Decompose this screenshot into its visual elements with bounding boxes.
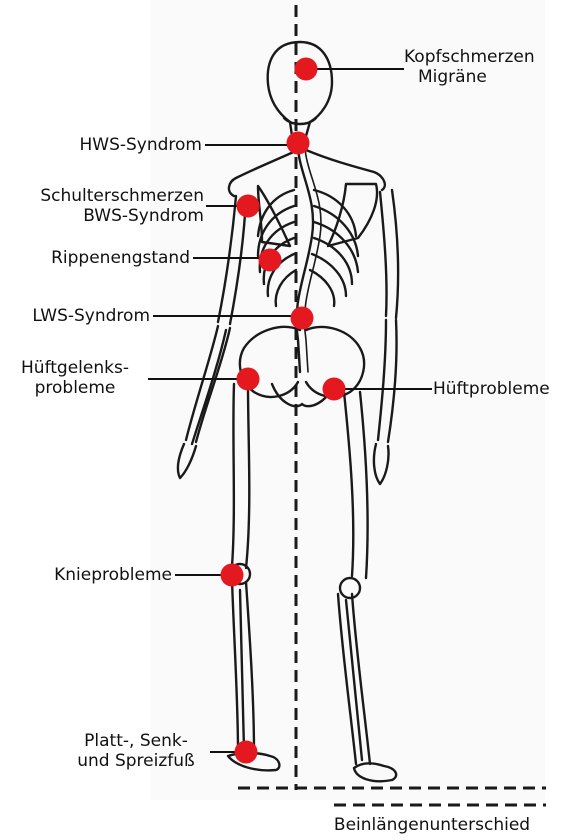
label-fussprobleme: Platt-, Senk- und Spreizfuß bbox=[62, 731, 210, 771]
label-kopf-line2: Migräne bbox=[404, 67, 569, 87]
label-knieprobleme: Knieprobleme bbox=[4, 565, 172, 585]
label-fuss-line2: und Spreizfuß bbox=[62, 751, 210, 771]
label-schulter-line1: Schulterschmerzen bbox=[4, 186, 204, 206]
label-kopfschmerzen: Kopfschmerzen Migräne bbox=[404, 47, 569, 87]
marker-lws bbox=[291, 307, 314, 330]
label-lws-syndrom: LWS-Syndrom bbox=[2, 306, 150, 326]
label-kopf-line1: Kopfschmerzen bbox=[404, 47, 569, 67]
marker-rippen bbox=[259, 249, 282, 272]
marker-hueft bbox=[323, 378, 346, 401]
label-hueftprobleme: Hüftprobleme bbox=[433, 379, 573, 399]
label-beinlaengenunterschied: Beinlängenunterschied bbox=[312, 815, 552, 835]
label-schulterschmerzen: Schulterschmerzen BWS-Syndrom bbox=[4, 186, 204, 226]
marker-hws bbox=[287, 132, 310, 155]
marker-schulter bbox=[237, 195, 260, 218]
marker-knie bbox=[221, 564, 244, 587]
marker-fuss bbox=[235, 741, 258, 764]
marker-kopf bbox=[295, 58, 318, 81]
label-hueftgelenk-line1: Hüftgelenks- bbox=[4, 358, 146, 378]
label-rippenengstand: Rippenengstand bbox=[4, 248, 190, 268]
marker-hueftgelenk bbox=[237, 368, 260, 391]
label-hws-syndrom: HWS-Syndrom bbox=[20, 135, 202, 155]
label-fuss-line1: Platt-, Senk- bbox=[62, 731, 210, 751]
label-schulter-line2: BWS-Syndrom bbox=[4, 206, 204, 226]
label-hueftgelenksprobleme: Hüftgelenks- probleme bbox=[4, 358, 146, 398]
label-hueftgelenk-line2: probleme bbox=[4, 378, 146, 398]
